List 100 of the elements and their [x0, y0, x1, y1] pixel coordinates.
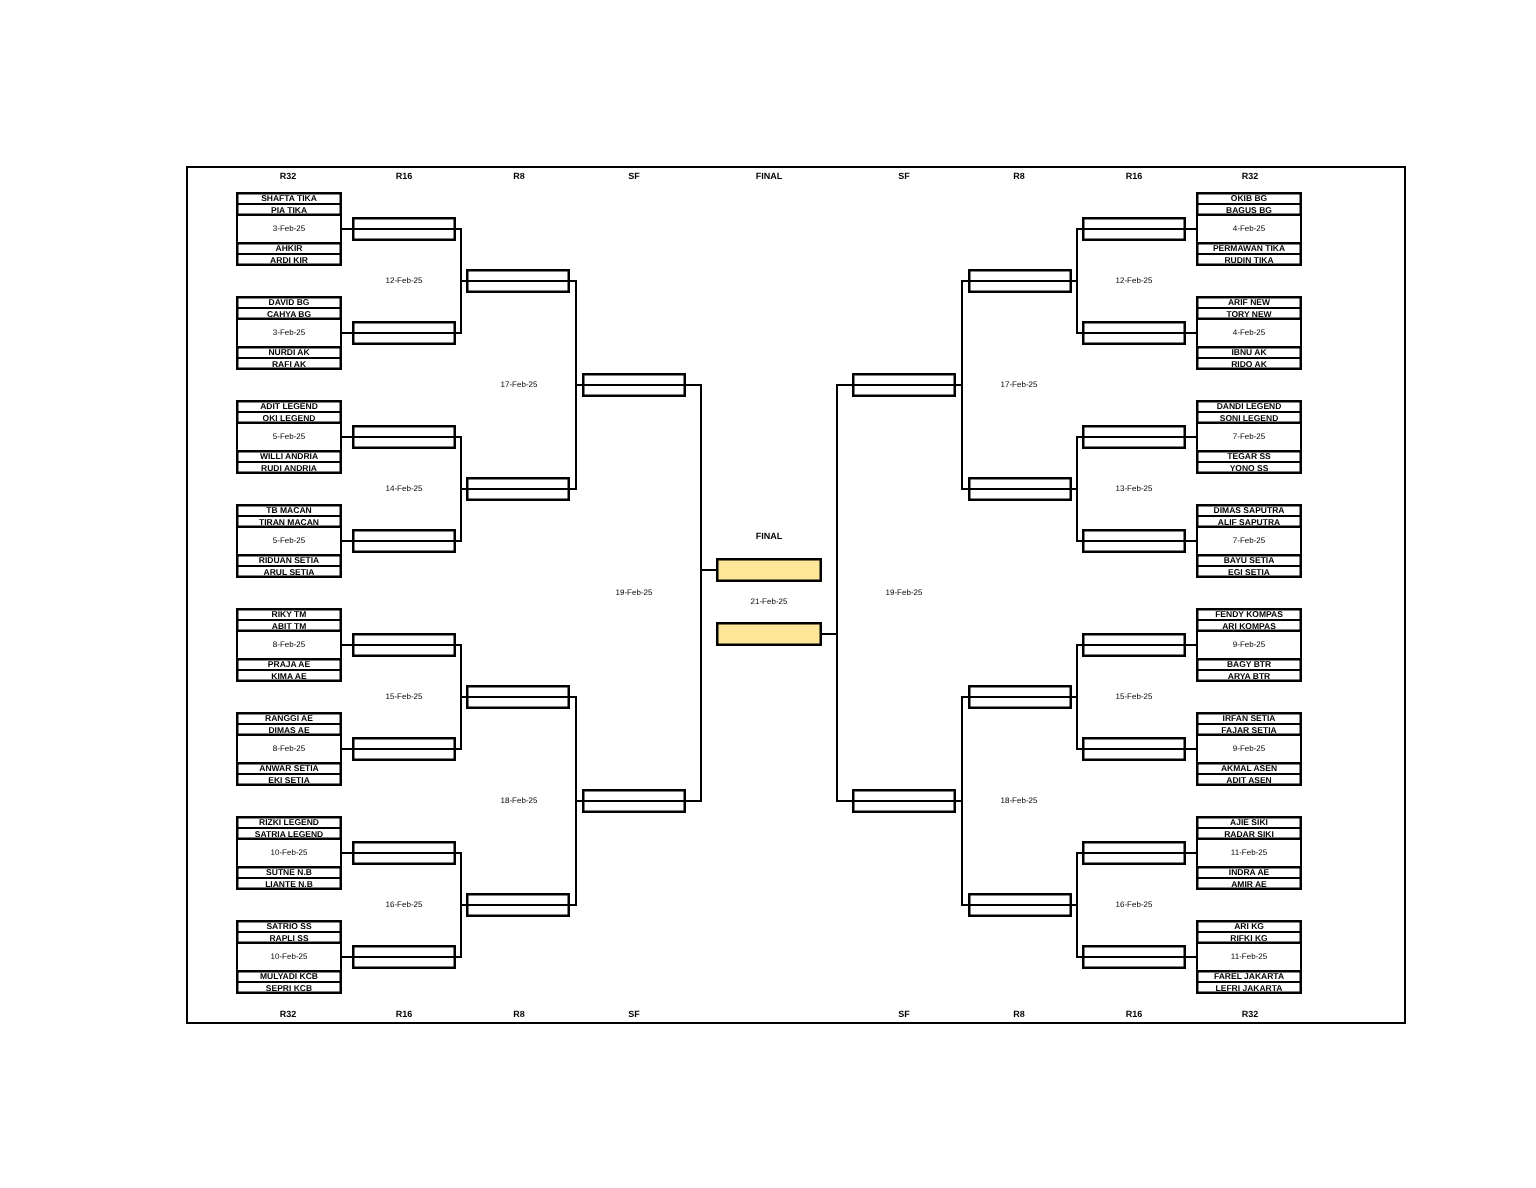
bracket-slot [582, 789, 686, 813]
match-card [236, 504, 342, 578]
team-entry [236, 762, 342, 786]
team-entry [1196, 970, 1302, 994]
bracket-line [455, 488, 467, 542]
bracket-line [1071, 904, 1083, 958]
team-entry [236, 970, 342, 994]
bracket-slot [1082, 633, 1186, 657]
team-entry [1196, 554, 1302, 578]
team-entry [236, 296, 342, 320]
bracket-line [1071, 644, 1083, 698]
bracket-slot [1082, 425, 1186, 449]
bracket-line [569, 800, 583, 906]
team-entry [1196, 242, 1302, 266]
match-card [1196, 920, 1302, 994]
bracket-slot [968, 477, 1072, 501]
bracket-slot [968, 685, 1072, 709]
bracket-line [821, 633, 853, 802]
team-entry [1196, 920, 1302, 944]
bracket-line [1185, 436, 1197, 438]
bracket-slot [352, 425, 456, 449]
bracket-line [341, 748, 353, 750]
team-entry [236, 450, 342, 474]
bracket-slot [352, 841, 456, 865]
bracket-line [341, 852, 353, 854]
team-entry [1196, 866, 1302, 890]
bracket-line [1185, 644, 1197, 646]
bracket-slot [352, 945, 456, 969]
bracket-line [455, 228, 467, 282]
team-entry [1196, 400, 1302, 424]
match-card [1196, 712, 1302, 786]
team-entry [236, 920, 342, 944]
bracket-line [1071, 488, 1083, 542]
bracket-slot [352, 321, 456, 345]
team-entry [236, 400, 342, 424]
bracket-line [955, 384, 969, 490]
bracket-slot [466, 477, 570, 501]
bracket-line [1071, 436, 1083, 490]
bracket-line [1071, 228, 1083, 282]
bracket-slot [1082, 321, 1186, 345]
match-card [236, 400, 342, 474]
match-card [1196, 296, 1302, 370]
match-card [1196, 504, 1302, 578]
bracket-line [569, 384, 583, 490]
match-card [1196, 400, 1302, 474]
team-entry [236, 554, 342, 578]
bracket-line [955, 800, 969, 906]
bracket-slot [466, 269, 570, 293]
team-entry [1196, 346, 1302, 370]
match-card [236, 920, 342, 994]
bracket-line [1185, 748, 1197, 750]
match-card [1196, 608, 1302, 682]
team-entry [236, 504, 342, 528]
bracket-slot [466, 893, 570, 917]
bracket-line [955, 696, 969, 802]
bracket-line [341, 540, 353, 542]
match-card [236, 712, 342, 786]
bracket-line [569, 280, 583, 386]
bracket-slot [968, 893, 1072, 917]
bracket-slot [352, 529, 456, 553]
bracket-slot [1082, 945, 1186, 969]
team-entry [1196, 712, 1302, 736]
bracket-line [1185, 956, 1197, 958]
bracket-line [455, 280, 467, 334]
bracket-slot [968, 269, 1072, 293]
bracket-line [1071, 280, 1083, 334]
bracket-slot [1082, 841, 1186, 865]
bracket-line [455, 436, 467, 490]
bracket-line [1185, 540, 1197, 542]
bracket-slot [1082, 529, 1186, 553]
bracket-line [1071, 696, 1083, 750]
team-entry [1196, 816, 1302, 840]
team-entry [236, 346, 342, 370]
team-entry [1196, 192, 1302, 216]
team-entry [236, 816, 342, 840]
bracket-slot [1082, 737, 1186, 761]
bracket-slot [466, 685, 570, 709]
bracket-line [341, 956, 353, 958]
bracket-line [1185, 852, 1197, 854]
team-entry [236, 658, 342, 682]
team-entry [236, 866, 342, 890]
match-card [236, 816, 342, 890]
match-card [1196, 816, 1302, 890]
match-card [236, 296, 342, 370]
bracket-slot [582, 373, 686, 397]
match-card [236, 192, 342, 266]
bracket-line [341, 436, 353, 438]
bracket-slot [1082, 217, 1186, 241]
bracket-slot [852, 373, 956, 397]
bracket-line [341, 332, 353, 334]
bracket-line [341, 644, 353, 646]
team-entry [1196, 296, 1302, 320]
bracket-line [569, 696, 583, 802]
bracket-slot [352, 737, 456, 761]
team-entry [1196, 608, 1302, 632]
team-entry [1196, 658, 1302, 682]
team-entry [236, 192, 342, 216]
bracket-line [1185, 332, 1197, 334]
team-entry [236, 242, 342, 266]
match-card [1196, 192, 1302, 266]
